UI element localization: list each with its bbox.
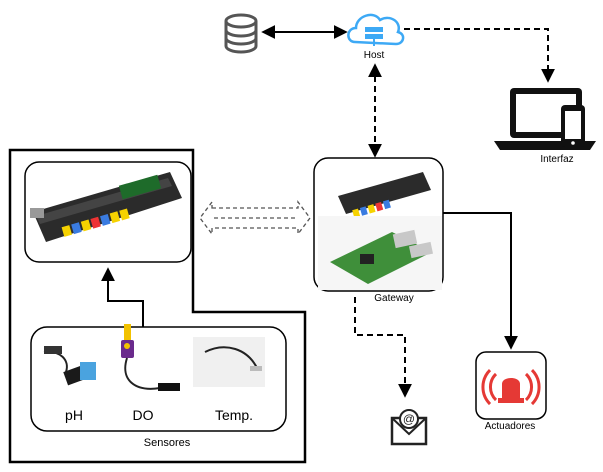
host-interface-arrow xyxy=(404,28,555,83)
temp-sensor-image xyxy=(193,337,265,387)
alarm-bell-icon xyxy=(481,368,541,406)
wireless-link-arrow xyxy=(199,200,311,236)
sensors-enclosure xyxy=(8,148,307,464)
svg-text:@: @ xyxy=(403,412,415,426)
cloud-host-icon xyxy=(347,13,405,46)
actuators-label: Actuadores xyxy=(485,421,536,432)
sensor-label-do: DO xyxy=(133,407,154,423)
sensor-label-temp: Temp. xyxy=(215,407,253,423)
lora-board-image xyxy=(30,172,182,242)
gateway-lora-board-image xyxy=(338,172,431,218)
sensor-label-ph: pH xyxy=(65,407,83,423)
laptop-phone-icon xyxy=(494,88,596,150)
ph-sensor-image xyxy=(43,346,96,386)
interface-label: Interfaz xyxy=(540,154,573,165)
host-label: Host xyxy=(364,50,385,61)
sensors-label: Sensores xyxy=(144,437,191,449)
raspberry-pi-image xyxy=(318,216,442,290)
gateway-email-arrow xyxy=(354,297,412,398)
gateway-actuators-arrow xyxy=(443,212,518,350)
sensors-to-node-arrow xyxy=(101,267,144,327)
database-icon xyxy=(224,13,258,54)
do-sensor-image xyxy=(121,324,180,391)
email-icon: @ xyxy=(390,409,428,446)
gateway-label: Gateway xyxy=(374,293,413,304)
